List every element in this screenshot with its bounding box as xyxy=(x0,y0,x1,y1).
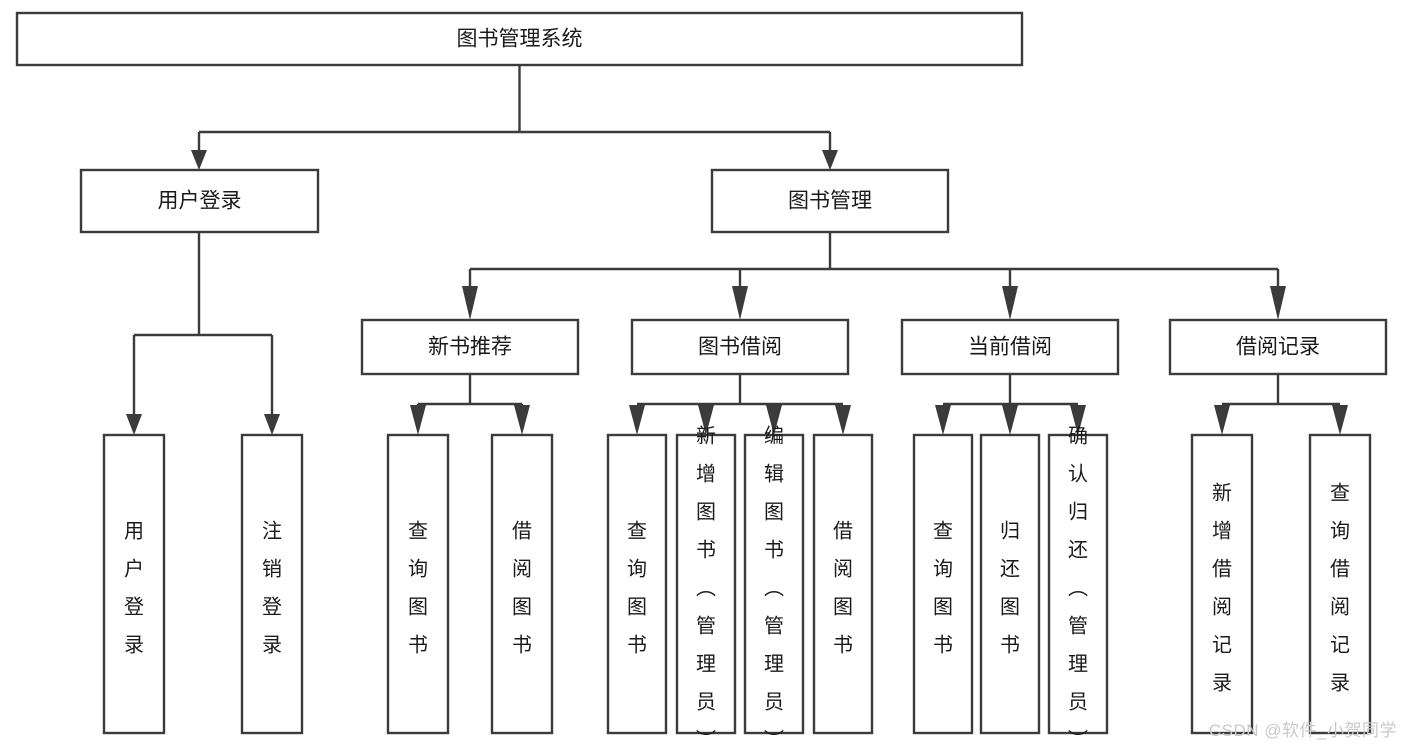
leaf-borrow-lend[interactable]: 借阅图书 xyxy=(812,433,874,735)
leaf-user-login-signout-label: 注销登录 xyxy=(262,520,282,657)
leaf-newbook-borrow-box[interactable] xyxy=(490,433,554,735)
leaf-record-query-label: 查询借阅记录 xyxy=(1330,482,1350,695)
leaf-current-query[interactable]: 查询图书 xyxy=(912,433,974,735)
node-current-borrow-label: 当前借阅 xyxy=(968,336,1052,359)
arrow-head-book-borrow xyxy=(732,286,748,320)
leaf-borrow-edit-box[interactable] xyxy=(743,433,805,735)
leaf-borrow-edit-label: 编辑图书︵管理员︶ xyxy=(764,425,784,747)
leaf-current-return-box[interactable] xyxy=(979,433,1041,735)
node-root-label: 图书管理系统 xyxy=(457,28,583,51)
node-borrow-record-label: 借阅记录 xyxy=(1236,336,1320,359)
arrow-head-borrow-record xyxy=(1270,286,1286,320)
arrow-head-newbook-leaf-2 xyxy=(514,405,530,435)
node-user-login-label: 用户登录 xyxy=(158,190,242,213)
node-new-book-recommend-label: 新书推荐 xyxy=(428,336,512,359)
arrow-head-current-borrow xyxy=(1002,286,1018,320)
node-current-borrow-box[interactable] xyxy=(900,318,1120,376)
leaf-borrow-lend-label: 借阅图书 xyxy=(833,520,853,657)
leaf-user-login-signout-box[interactable] xyxy=(240,433,304,735)
node-user-login-box[interactable] xyxy=(79,168,320,234)
leaf-user-login-signout[interactable]: 注销登录 xyxy=(240,433,304,735)
arrow-head-leaf-user-login xyxy=(126,414,142,435)
leaf-current-return[interactable]: 归还图书 xyxy=(979,433,1041,735)
arrow-head-record-leaf-1 xyxy=(1214,405,1230,435)
connectors-group xyxy=(126,65,1348,435)
csdn-watermark: CSDN @软件_小贺同学 xyxy=(1208,721,1397,740)
arrow-head-current-leaf-1 xyxy=(935,405,951,435)
leaf-borrow-query[interactable]: 查询图书 xyxy=(606,433,668,735)
node-book-manage-box[interactable] xyxy=(710,168,950,234)
node-root[interactable]: 图书管理系统 xyxy=(15,11,1024,67)
node-user-login[interactable]: 用户登录 xyxy=(79,168,320,234)
leaf-record-query-box[interactable] xyxy=(1308,433,1372,735)
node-borrow-record-box[interactable] xyxy=(1168,318,1388,376)
arrow-head-current-leaf-2 xyxy=(1002,405,1018,435)
leaf-current-return-label: 归还图书 xyxy=(1000,520,1020,657)
leaf-user-login-signin[interactable]: 用户登录 xyxy=(102,433,166,735)
leaf-borrow-query-label: 查询图书 xyxy=(627,520,647,657)
leaf-record-query[interactable]: 查询借阅记录 xyxy=(1308,433,1372,735)
node-book-borrow-label: 图书借阅 xyxy=(698,336,782,359)
arrow-head-leaf-logout xyxy=(264,414,280,435)
leaf-current-query-box[interactable] xyxy=(912,433,974,735)
leaf-current-query-label: 查询图书 xyxy=(933,520,953,657)
leaf-user-login-signin-box[interactable] xyxy=(102,433,166,735)
leaf-newbook-query-box[interactable] xyxy=(386,433,450,735)
leaf-borrow-lend-box[interactable] xyxy=(812,433,874,735)
leaf-user-login-signin-label: 用户登录 xyxy=(124,521,144,657)
arrow-head-borrow-leaf-3 xyxy=(766,405,782,435)
node-borrow-record[interactable]: 借阅记录 xyxy=(1168,318,1388,376)
node-book-borrow-box[interactable] xyxy=(630,318,850,376)
arrow-head-borrow-leaf-2 xyxy=(698,405,714,435)
arrow-head-borrow-leaf-4 xyxy=(835,405,851,435)
node-new-book-recommend-box[interactable] xyxy=(360,318,580,376)
leaf-newbook-borrow[interactable]: 借阅图书 xyxy=(490,433,554,735)
leaf-record-add[interactable]: 新增借阅记录 xyxy=(1190,433,1254,735)
arrow-head-record-leaf-2 xyxy=(1332,405,1348,435)
arrow-head-borrow-leaf-1 xyxy=(629,405,645,435)
leaf-borrow-add[interactable]: 新增图书︵管理员︶ xyxy=(675,425,737,747)
leaf-borrow-edit[interactable]: 编辑图书︵管理员︶ xyxy=(743,425,805,747)
leaf-newbook-query[interactable]: 查询图书 xyxy=(386,433,450,735)
node-book-manage[interactable]: 图书管理 xyxy=(710,168,950,234)
leaf-borrow-query-box[interactable] xyxy=(606,433,668,735)
leaf-borrow-add-box[interactable] xyxy=(675,433,737,735)
node-book-borrow[interactable]: 图书借阅 xyxy=(630,318,850,376)
leaf-borrow-add-label: 新增图书︵管理员︶ xyxy=(696,425,716,747)
leaf-record-add-box[interactable] xyxy=(1190,433,1254,735)
leaf-current-confirm-return-label: 确认归还︵管理员︶ xyxy=(1068,425,1088,747)
arrow-head-book-manage xyxy=(822,150,838,170)
node-current-borrow[interactable]: 当前借阅 xyxy=(900,318,1120,376)
node-book-manage-label: 图书管理 xyxy=(788,190,872,213)
leaf-current-confirm-return-box[interactable] xyxy=(1047,433,1109,735)
leaf-newbook-query-label: 查询图书 xyxy=(408,520,428,657)
leaf-newbook-borrow-label: 借阅图书 xyxy=(512,520,532,657)
arrow-head-current-leaf-3 xyxy=(1070,405,1086,435)
arrow-head-newbook-leaf-1 xyxy=(410,405,426,435)
node-new-book-recommend[interactable]: 新书推荐 xyxy=(360,318,580,376)
arrow-head-user-login xyxy=(191,150,207,170)
node-root-box[interactable] xyxy=(15,11,1024,67)
leaf-record-add-label: 新增借阅记录 xyxy=(1212,482,1232,695)
arrow-head-new-book-rec xyxy=(462,286,478,320)
leaf-current-confirm-return[interactable]: 确认归还︵管理员︶ xyxy=(1047,425,1109,747)
